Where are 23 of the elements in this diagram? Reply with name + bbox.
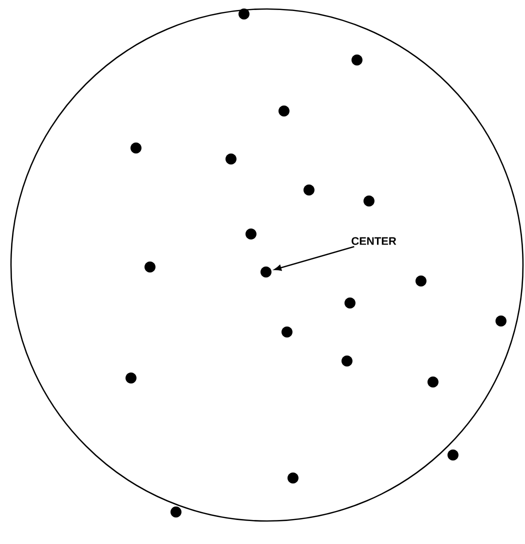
boundary-circle [10, 8, 524, 522]
dot [496, 316, 506, 326]
dot [428, 376, 438, 388]
dot [126, 372, 136, 384]
dot [352, 54, 362, 66]
dot [342, 356, 352, 366]
dot [448, 450, 458, 460]
dot [170, 506, 182, 518]
dot [144, 262, 156, 272]
dot [246, 228, 256, 240]
dot [416, 276, 426, 286]
dot [288, 472, 298, 484]
dot [304, 184, 314, 196]
dot [282, 326, 292, 338]
leader-arrow [274, 246, 354, 271]
dot [364, 196, 374, 206]
dot [344, 298, 356, 308]
dot [278, 106, 290, 116]
dot [130, 142, 142, 154]
dot [260, 266, 272, 278]
dot [238, 8, 250, 20]
callout-label: CENTER [352, 237, 396, 245]
dot [226, 154, 236, 164]
